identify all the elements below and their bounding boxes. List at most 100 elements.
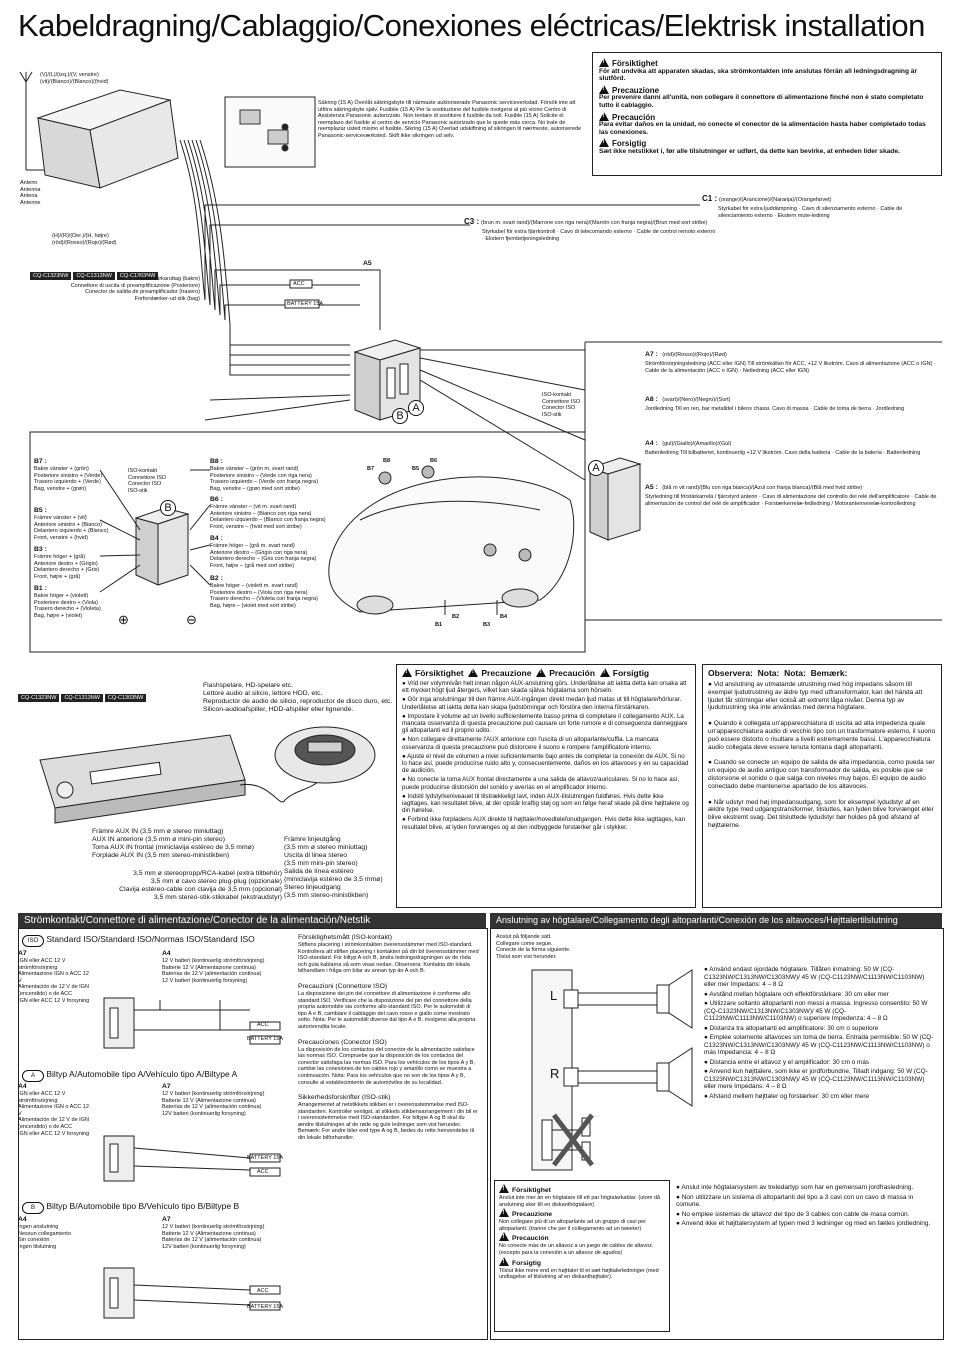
b-line: Bag, højre + (violet): [34, 612, 83, 619]
fuse-text: Säkring (15 A) Överlåt säkringsbyte till…: [318, 100, 582, 139]
a4-block: A4 : (gul)/(Giallo)/(Amarillo)/(Gul) Bat…: [645, 432, 940, 457]
b2-code: B2 :: [210, 575, 223, 582]
std-iso-text: Standard ISO/Standard ISO/Normas ISO/Sta…: [46, 934, 255, 944]
aux-in-line: Forplade AUX IN (3,5 mm stereo-ministikb…: [92, 852, 230, 859]
pin-line: Alimentazione IGN o ACC 12 V: [18, 1104, 89, 1117]
speaker-warning-text: Tilslut ikke mere end en højttaler til e…: [499, 1267, 659, 1281]
a4-code: A4: [18, 1216, 27, 1223]
iso-note: Precauciones (Conector ISO) La disposici…: [298, 1039, 480, 1087]
b-line: Anteriore destro – (Grigio con riga nera…: [210, 549, 308, 556]
note-heading: Bemærk:: [810, 668, 848, 678]
preamp-line: Forforstærker-ud stik (bag): [134, 295, 200, 302]
battery-label: BATTERY 15A: [287, 301, 324, 307]
speaker-l-label: L: [550, 988, 558, 1003]
right-wire-label: (H)/(R)/(Der.)/(H, højre) (röd)/(Rosso)/…: [52, 233, 117, 246]
head-unit-illustration: [36, 89, 179, 189]
a8-description: Jordledning Till en ren, bar metalldel i…: [645, 406, 905, 412]
type-b-text: Biltyp B/Automobile tipo B/Vehículo tipo…: [46, 1201, 240, 1211]
a7-color: (röd)/(Rosso)/(Rojo)/(Rød): [662, 352, 727, 358]
warning-icon: [499, 1184, 509, 1193]
b-line: Posteriore destro – (Viola con riga nera…: [210, 589, 308, 596]
warning-item: Försiktighet För att undvika att apparat…: [599, 58, 935, 83]
b7-block: B7 : Bakre vänster + (grön) Posteriore s…: [34, 458, 112, 492]
pin-line: Baterías de 12 V (alimentación continua): [162, 1104, 262, 1111]
iso-note-text: La disposizione dei pin del connettore d…: [298, 990, 476, 1030]
warning-icon: [599, 58, 609, 67]
a4-code: A4 :: [645, 440, 658, 447]
b-line: Front, venstre + (hvid): [34, 534, 88, 541]
intro-line: Collegare come segue.: [496, 940, 553, 947]
type-a-a4-block: A4 IGN eller ACC 12 V strömförsörjning A…: [18, 1083, 93, 1137]
speaker-label: B1: [435, 622, 443, 628]
speaker-bullet: ● Använd endast ojordade högtalare. Till…: [704, 966, 925, 988]
pin-line: 12 V batteri (kontinuerlig strömförsörjn…: [162, 1091, 265, 1097]
player-line: Silicon-audioafspiller, HDD-afspiller el…: [203, 706, 354, 713]
speaker-bullet: ● Anvend kun højttalere, som ikke er jor…: [704, 1068, 928, 1090]
pin-line: IGN eller ACC 12 V strömförsörjning: [18, 1091, 66, 1104]
warning-text: Para evitar daños en la unidad, no conec…: [599, 121, 926, 136]
c3-color: (brun m. svart rand)/(Marrone con riga n…: [481, 220, 708, 226]
b-line: Trasero izquierdo + (Verde): [34, 479, 101, 486]
antenna-label: Antenne: [20, 199, 41, 206]
pin-line: Alimentación de 12 V de IGN (encendido) …: [18, 1117, 89, 1130]
b-iso-label-list: ISO-kontakt Connettore ISO Conector ISO …: [128, 468, 174, 494]
b-line: Bakre höger – (violett m. svart rand): [210, 583, 298, 589]
aux-warning-bullet: ● Impostare il volume ad un livello suff…: [402, 712, 688, 735]
wire-bundle: [179, 139, 700, 421]
minus-icon: ⊖: [186, 612, 197, 627]
aux-warning-bullet: ● Non collegare direttamente l'AUX anter…: [402, 736, 659, 751]
b3-code: B3 :: [34, 546, 47, 553]
a5r-description: Styrledning till förstärkarrelä / fjärrs…: [645, 494, 937, 507]
acc-label: ACC: [257, 1022, 269, 1028]
note-heading: Observera:: [708, 668, 753, 678]
speaker-warning-text: Non collegare più di un altoparlante ad …: [499, 1219, 647, 1232]
warning-icon: [499, 1256, 509, 1266]
speaker-warning: Försiktighet Anslut inte mer än en högta…: [499, 1184, 665, 1208]
player-line: Reproductor de audio de silicio, reprodu…: [203, 698, 393, 705]
intro-line: Conecte de la forma siguiente.: [496, 947, 571, 954]
speaker-label: B4: [500, 614, 508, 620]
battery-label: BATTERY 15A: [247, 1155, 284, 1161]
c1-color: (orange)/(Arancione)/(Naranja)/(Orangefa…: [719, 197, 832, 203]
a5r-color: (blå m vit rand)/(Blu con riga bianca)/(…: [662, 485, 863, 491]
a4-description: Batteriledning Till bilbatteriet, kontin…: [645, 450, 921, 456]
preamp-line: Conector de salida de preamplificador (t…: [85, 289, 200, 296]
type-b-a7-block: A7 12 V batteri (kontinuerlig strömförsö…: [162, 1216, 282, 1250]
type-a-a7-block: A7 12 V batteri (kontinuerlig strömförsö…: [162, 1083, 282, 1117]
pin-line: 12 V batteri (kontinuerlig strömförsörjn…: [162, 958, 265, 964]
pin-line: IGN eller ACC 12 V strömförsörjning: [18, 958, 66, 971]
b-line: Front, højre + (grå): [34, 573, 81, 580]
intro-line: Tilslut som vist herunder.: [496, 953, 557, 960]
speaker-label: B6: [430, 458, 438, 464]
a4-code: A4: [18, 1083, 27, 1090]
c1-description: Styrkabel för extra ljuddämpning · Cavo …: [718, 206, 903, 219]
std-a4-block: A4 12 V batteri (kontinuerlig strömförsö…: [162, 950, 282, 984]
b-line: Främre höger + (grå): [34, 554, 86, 560]
speaker-bullet: ● Distanza tra altoparlanti ed amplifica…: [704, 1024, 879, 1032]
b-line: Anteriore sinistro + (Bianco): [34, 521, 103, 528]
iso-note: Sikkerhedsforskrifter (ISO-stik) Arrange…: [298, 1094, 480, 1142]
plus-icon: ⊕: [118, 612, 129, 627]
pin-line: Batterie 12 V (Alimentazione continua): [162, 964, 256, 971]
pin-line: IGN eller ACC 12 V forsyning: [18, 1130, 90, 1137]
type-a-heading: A Biltyp A/Automobile tipo A/Vehículo ti…: [22, 1070, 237, 1082]
aux-note-bullet: ● Cuando se conecte un equipo de salida …: [708, 759, 935, 790]
speaker-bullets: ● Använd endast ojordade högtalare. Till…: [704, 966, 936, 1102]
speaker-bullet: ● Avstånd mellan högtalare och effektför…: [704, 990, 889, 998]
warning-heading: Precauzione: [612, 85, 660, 95]
c1-block: C1 : (orange)/(Arancione)/(Naranja)/(Ora…: [702, 195, 938, 219]
speaker-bullet: ● Utilizzare soltanto altoparlanti non m…: [704, 1000, 928, 1022]
a7-code: A7: [18, 950, 27, 957]
b-line: Trasero derecho + (Violeta): [34, 606, 101, 613]
aux-warning-bullet: ● Vrid ner volymnivån helt innan någon A…: [402, 680, 687, 695]
speaker-bullet: ● Afstand mellem højttaler og forstærker…: [704, 1092, 870, 1100]
a4-color: (gul)/(Giallo)/(Amarillo)/(Gul): [662, 441, 732, 447]
iso-note-title: Precauzioni (Connettore ISO): [298, 982, 388, 990]
speaker-label: B7: [367, 466, 375, 472]
b6-block: B6 : Främre vänster – (vit m. svart rand…: [210, 496, 335, 530]
battery-label: BATTERY 15A: [247, 1036, 284, 1042]
power-section-frame: [18, 928, 488, 1340]
player-line: Lettore audio al silicio, lettore HDD, e…: [203, 690, 323, 697]
iso-label: Conector ISO: [542, 405, 576, 412]
connector-a-right-badge: A: [588, 460, 604, 476]
